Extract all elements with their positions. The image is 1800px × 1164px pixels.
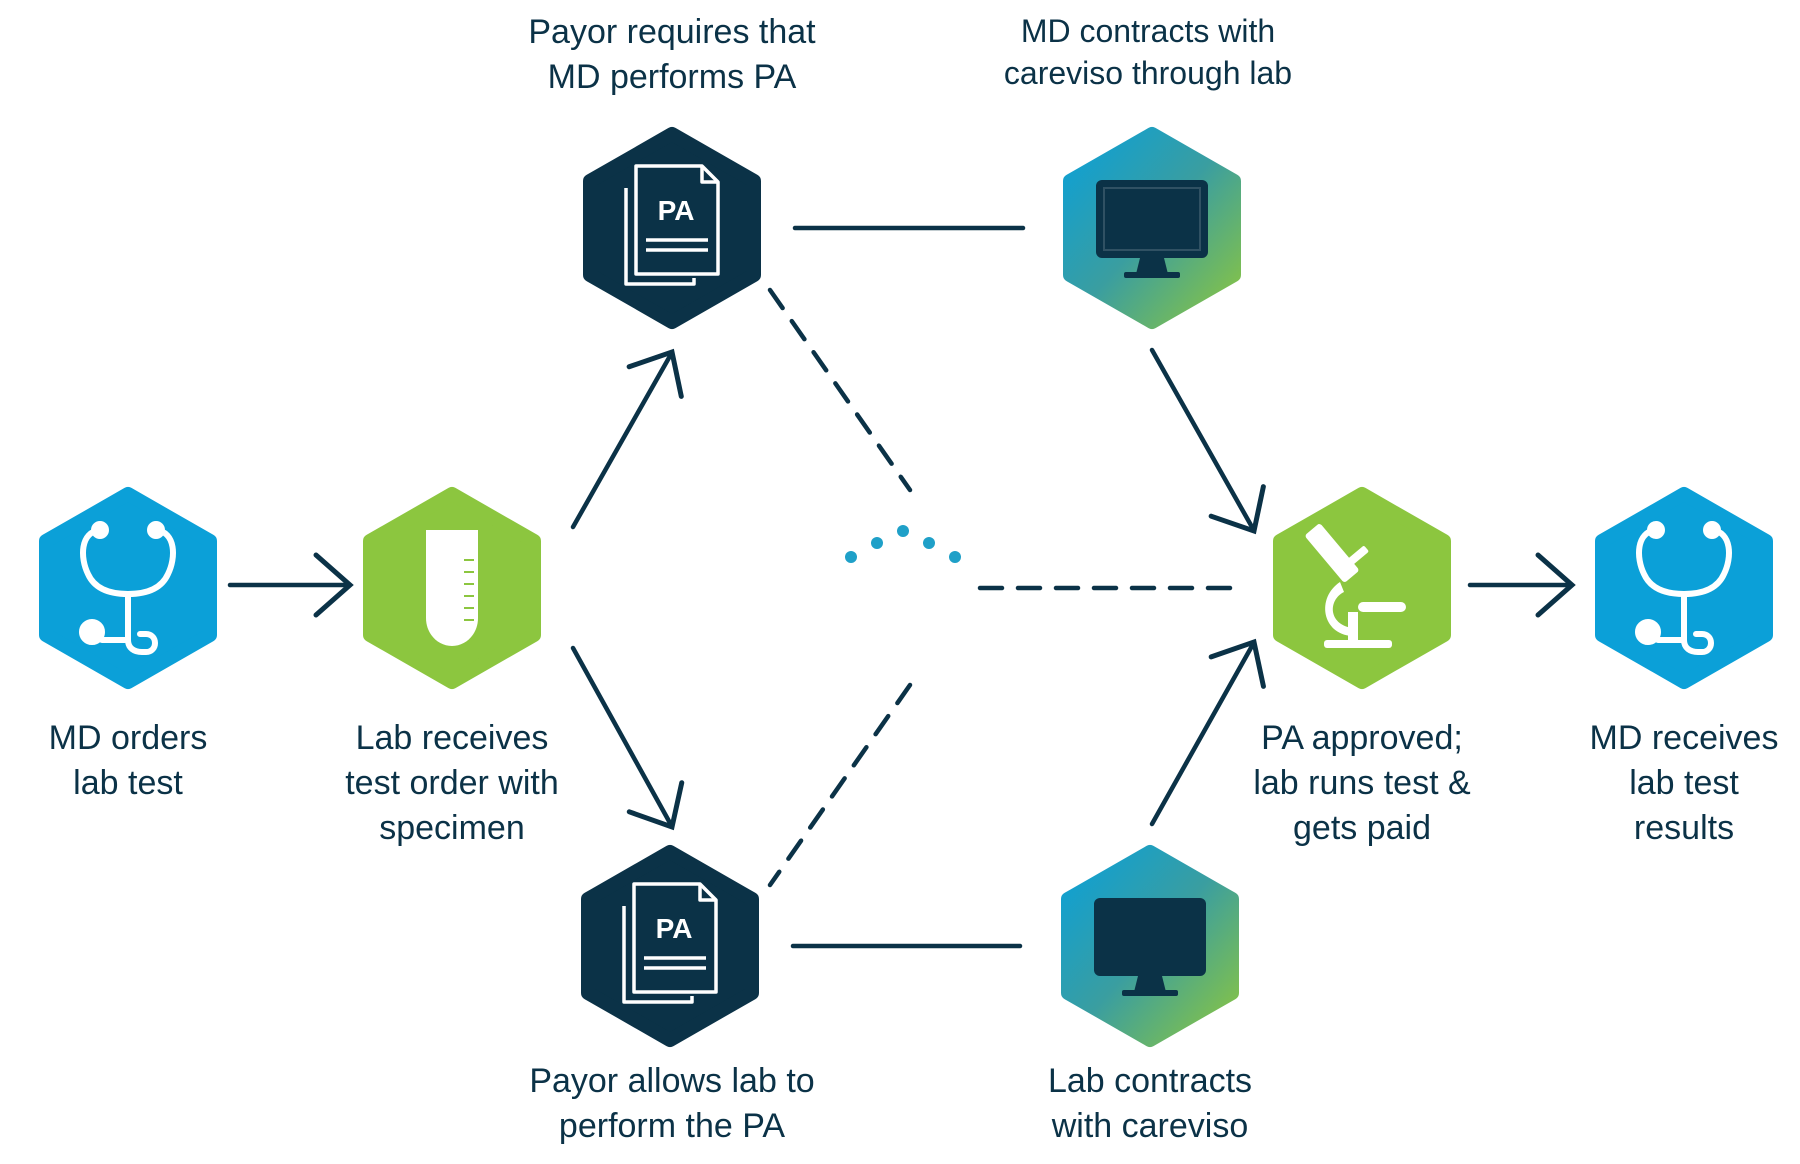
dashed-payor-requires-to-center	[767, 287, 913, 493]
pa-document-icon: PA	[624, 164, 720, 286]
node-md-contracts	[1063, 127, 1241, 329]
stethoscope-icon	[1635, 521, 1732, 655]
careviso-logo-icon	[845, 525, 961, 652]
label-md-contracts: MD contracts with careviso through lab	[1003, 13, 1293, 91]
node-md-orders	[39, 487, 217, 689]
label-pa-approved: PA approved; lab runs test & gets paid	[1253, 719, 1471, 847]
dashed-center-to-payor-allows	[767, 682, 913, 888]
arrow-lab-to-payor-allows	[570, 645, 673, 826]
careviso-bars-icon	[1128, 918, 1172, 964]
label-md-orders: MD orders lab test	[48, 719, 208, 802]
hexagon	[1595, 487, 1773, 689]
arrow-md-contracts-to-pa-approved	[1149, 347, 1255, 530]
arrow-lab-contracts-to-pa-approved	[1149, 643, 1255, 827]
monitor-icon	[1096, 180, 1208, 278]
node-payor-requires: PA	[583, 127, 761, 329]
label-lab-contracts: Lab contracts with careviso	[1047, 1062, 1253, 1145]
arrow-lab-to-payor-requires	[570, 353, 673, 530]
stethoscope-icon	[79, 521, 176, 655]
monitor-icon	[1094, 898, 1206, 996]
pa-badge-text: PA	[658, 195, 695, 226]
connectors	[227, 225, 1572, 949]
label-payor-allows: Payor allows lab to perform the PA	[529, 1062, 815, 1145]
pa-badge-text: PA	[656, 913, 693, 944]
label-payor-requires: Payor requires that MD performs PA	[528, 13, 816, 96]
node-lab-contracts	[1061, 845, 1239, 1047]
node-payor-allows: PA	[581, 845, 759, 1047]
hexagon	[1273, 487, 1451, 689]
label-md-receives: MD receives lab test results	[1589, 719, 1779, 847]
label-lab-receives: Lab receives test order with specimen	[345, 719, 559, 847]
node-lab-receives	[363, 487, 541, 689]
test-tube-icon	[426, 530, 478, 646]
node-pa-approved	[1273, 487, 1451, 689]
node-md-receives	[1595, 487, 1773, 689]
hexagon	[39, 487, 217, 689]
microscope-icon	[1305, 524, 1406, 648]
pa-document-icon: PA	[622, 882, 718, 1004]
careviso-bars-icon	[1130, 200, 1174, 246]
